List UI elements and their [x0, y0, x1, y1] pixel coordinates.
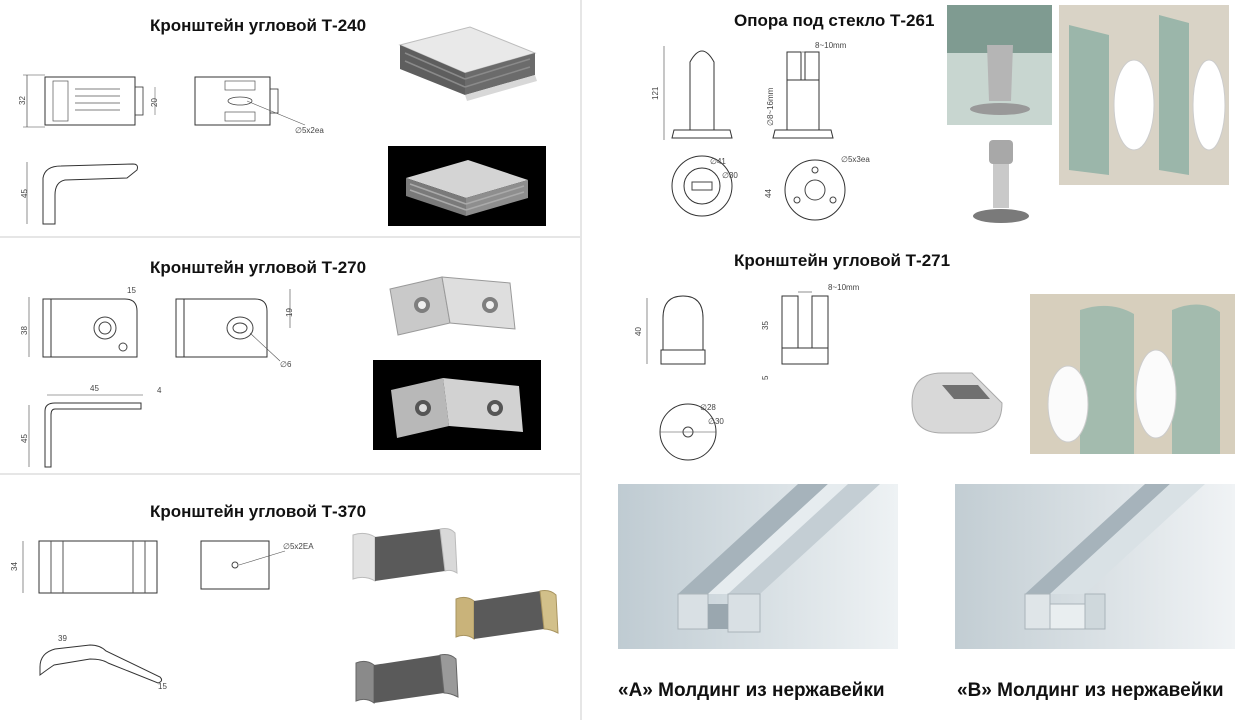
molding-a: «А» Молдинг из нержавейки	[582, 475, 915, 720]
t370-top-drawing: ∅5x2EA	[200, 540, 314, 590]
t261-front-drawing: 121	[651, 46, 733, 140]
t240-top-drawing: ∅5x2ea	[194, 76, 324, 135]
t370-photo-brass	[455, 590, 559, 640]
t270-photo-light	[389, 276, 516, 336]
t261-side-drawing: 8~10mm ∅8~16mm	[766, 41, 847, 139]
dim-40: 40	[634, 327, 643, 336]
t271-base-drawing: ∅28 ∅30	[659, 403, 724, 461]
dim-41: ∅41	[710, 157, 726, 166]
dim-45: 45	[20, 189, 29, 198]
divider-left-2	[0, 473, 580, 475]
dim-45-side: 45	[20, 434, 29, 443]
molding-b-caption: «В» Молдинг из нержавейки	[957, 680, 1224, 701]
molding-a-caption: «А» Молдинг из нержавейки	[618, 680, 885, 701]
t261-base-drawing: ∅41 ∅30	[671, 155, 738, 217]
dim-hole: ∅6	[280, 360, 292, 369]
dim-15: 15	[127, 286, 136, 295]
t370-photo-silver	[352, 528, 458, 582]
dim-44: 44	[764, 189, 773, 198]
t270-front-drawing: 38 15	[20, 286, 138, 358]
molding-b: «В» Молдинг из нержавейки	[915, 475, 1248, 720]
t271-photo-urinals	[1030, 294, 1235, 454]
product-t271: Кронштейн угловой Т-271 40 8~10mm 35 5 ∅…	[582, 238, 1248, 473]
divider-center	[580, 0, 582, 720]
product-title: Опора под стекло Т-261	[734, 11, 935, 30]
dim-holes: ∅5x2EA	[283, 542, 314, 551]
dim-19: 19	[285, 308, 294, 317]
dim-20: 20	[150, 98, 159, 107]
t271-front-drawing: 40	[634, 295, 706, 365]
dim-gap: 8~10mm	[815, 41, 847, 50]
product-title: Кронштейн угловой Т-271	[734, 251, 951, 270]
dim-gap: 8~10mm	[828, 283, 860, 292]
t270-l-drawing: 45 4 45	[20, 384, 162, 468]
molding-a-photo	[618, 484, 898, 649]
dim-35: 35	[761, 321, 770, 330]
product-title: Кронштейн угловой Т-270	[150, 258, 367, 277]
dim-30: ∅30	[708, 417, 724, 426]
t270-side-drawing: 19 ∅6	[175, 289, 294, 369]
product-t240: Кронштейн угловой Т-240 32 20 ∅5x2ea 45	[0, 0, 580, 236]
dim-28: ∅28	[700, 403, 716, 412]
product-title: Кронштейн угловой Т-240	[150, 16, 367, 35]
t261-photo-support	[947, 5, 1052, 125]
dim-4: 4	[157, 386, 162, 395]
t271-side-drawing: 8~10mm 35 5	[761, 283, 860, 380]
product-t370: Кронштейн угловой Т-370 34 ∅5x2EA 39 15	[0, 475, 580, 720]
dim-45-top: 45	[90, 384, 99, 393]
t370-front-drawing: 34	[10, 540, 158, 594]
dim-39: 39	[58, 634, 67, 643]
dim-34: 34	[10, 562, 19, 571]
t261-bolt-drawing: 44 ∅5x3ea	[764, 155, 870, 221]
molding-b-photo	[955, 484, 1235, 649]
t240-photo-dark	[388, 146, 546, 226]
t240-side-drawing: 45	[20, 162, 138, 225]
dim-5: 5	[761, 375, 770, 380]
t370-side-drawing: 39 15	[39, 634, 167, 691]
dim-15: 15	[158, 682, 167, 691]
dim-bolts: ∅5x3ea	[841, 155, 870, 164]
product-title: Кронштейн угловой Т-370	[150, 502, 367, 521]
t271-photo-part	[911, 372, 1003, 434]
t270-photo-dark	[373, 360, 541, 450]
dim-121: 121	[651, 86, 660, 100]
product-t261: Опора под стекло Т-261 121 8~10mm ∅8~16m…	[582, 0, 1248, 238]
dim-30: ∅30	[722, 171, 738, 180]
product-t270: Кронштейн угловой Т-270 38 15 19 ∅6 45 4…	[0, 238, 580, 473]
t261-photo-urinals	[1059, 5, 1229, 185]
divider-left-1	[0, 236, 580, 238]
dim-38: 38	[20, 326, 29, 335]
t261-photo-part	[973, 140, 1029, 223]
dim-32: 32	[18, 96, 27, 105]
t370-photo-chrome	[355, 654, 459, 704]
t240-front-drawing: 32 20	[18, 74, 159, 128]
dim-glass: ∅8~16mm	[766, 87, 775, 126]
dim-holes: ∅5x2ea	[295, 126, 324, 135]
t240-photo-light	[375, 15, 555, 110]
